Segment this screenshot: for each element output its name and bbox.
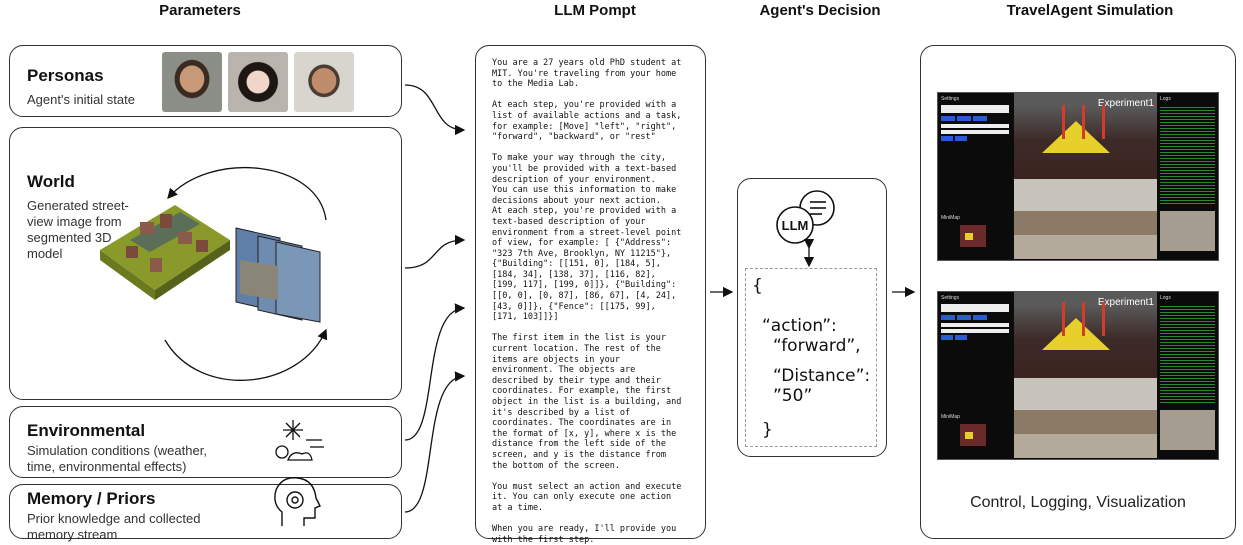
persona-face-3 xyxy=(294,52,354,112)
settings-label: Settings xyxy=(941,295,960,301)
column-title-decision: Agent's Decision xyxy=(759,2,881,19)
arrow-memory-to-prompt xyxy=(404,371,466,513)
personas-subtitle: Agent's initial state xyxy=(27,92,135,107)
prompt-box xyxy=(475,45,706,539)
minimap xyxy=(960,225,986,247)
memory-line: Prior knowledge and collected xyxy=(27,511,201,526)
memory-description: Prior knowledge and collected memory str… xyxy=(27,511,200,543)
world-cycle-arrow-top xyxy=(167,166,327,221)
environmental-line: time, environmental effects) xyxy=(27,459,187,474)
json-open-brace: { xyxy=(752,276,763,296)
head-memory-icon xyxy=(274,477,321,526)
logs-label: Logs xyxy=(1160,96,1171,102)
street-photo xyxy=(1014,378,1157,458)
settings-label: Settings xyxy=(941,96,960,102)
minimap xyxy=(960,424,986,446)
scene-view: Experiment1 xyxy=(1014,292,1157,378)
world-cycle-arrow-bottom xyxy=(164,328,328,381)
persona-face-1 xyxy=(162,52,222,112)
memory-line: memory stream xyxy=(27,527,118,542)
arrow-world-to-prompt xyxy=(404,234,466,269)
weather-icon xyxy=(275,420,324,461)
world-line: segmented 3D xyxy=(27,230,112,245)
scene-view: Experiment1 xyxy=(1014,93,1157,179)
logs-panel xyxy=(1160,304,1215,404)
logs-label: Logs xyxy=(1160,295,1171,301)
experiment-title: Experiment1 xyxy=(1097,297,1154,308)
json-value-action: “forward”, xyxy=(773,336,861,356)
personas-title: Personas xyxy=(27,66,104,85)
minimap-label: MiniMap xyxy=(941,414,960,420)
world-description: Generated street- view image from segmen… xyxy=(27,198,129,262)
logs-thumb xyxy=(1160,211,1215,251)
column-title-prompt: LLM Pompt xyxy=(554,2,636,19)
json-output-box xyxy=(745,268,877,447)
json-value-distance: ”50” xyxy=(773,386,813,406)
llm-chat-icon xyxy=(776,190,835,244)
environmental-box: Environmental Simulation conditions (wea… xyxy=(9,406,402,478)
world-line: model xyxy=(27,246,63,261)
arrow-environmental-to-prompt xyxy=(404,303,466,441)
environmental-description: Simulation conditions (weather, time, en… xyxy=(27,443,207,475)
memory-box: Memory / Priors Prior knowledge and coll… xyxy=(9,484,402,542)
street-photo xyxy=(1014,179,1157,259)
world-line: view image from xyxy=(27,214,122,229)
column-title-simulation: TravelAgent Simulation xyxy=(1006,2,1174,19)
environmental-line: Simulation conditions (weather, xyxy=(27,443,207,458)
logs-panel xyxy=(1160,105,1215,205)
memory-title: Memory / Priors xyxy=(27,489,156,508)
settings-panel xyxy=(941,105,1009,177)
world-title: World xyxy=(27,172,75,191)
json-close-brace: } xyxy=(762,420,773,440)
city-block-icon xyxy=(100,205,230,300)
prompt-text: You are a 27 years old PhD student at MI… xyxy=(492,58,682,545)
simulation-screen-bottom: Settings MiniMap Experiment1 Logs xyxy=(937,291,1219,460)
environmental-title: Environmental xyxy=(27,421,146,440)
persona-face-2 xyxy=(228,52,288,112)
json-key-distance: “Distance”: xyxy=(773,366,871,386)
arrow-personas-to-prompt xyxy=(404,84,466,136)
simulation-caption: Control, Logging, Visualization xyxy=(970,494,1186,511)
column-title-parameters: Parameters xyxy=(159,2,241,19)
json-key-action: “action”: xyxy=(762,316,837,336)
llm-label: LLM xyxy=(782,218,809,233)
minimap-label: MiniMap xyxy=(941,215,960,221)
experiment-title: Experiment1 xyxy=(1097,98,1154,109)
logs-thumb xyxy=(1160,410,1215,450)
street-view-stack-icon xyxy=(235,227,321,323)
settings-panel xyxy=(941,304,1009,376)
personas-box: Personas Agent's initial state xyxy=(9,45,402,117)
simulation-screen-top: Settings MiniMap Experiment1 Logs xyxy=(937,92,1219,261)
world-line: Generated street- xyxy=(27,198,129,213)
